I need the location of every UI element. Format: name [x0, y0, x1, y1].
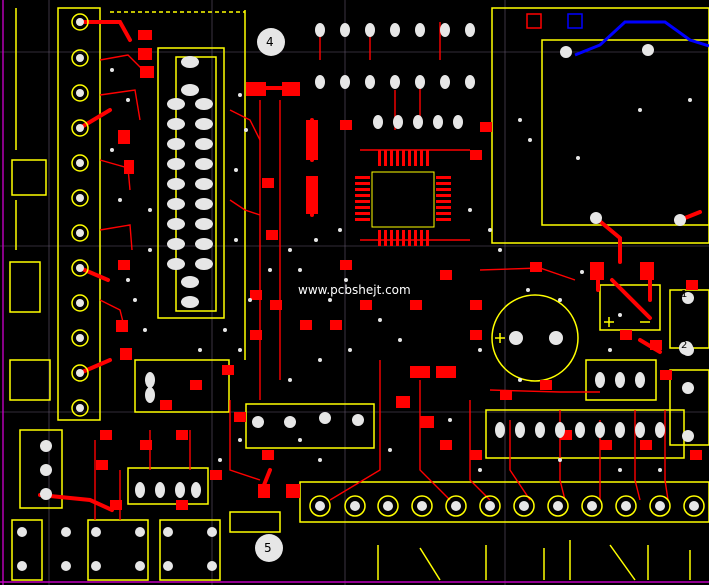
terminal-block-bottom[interactable] [309, 495, 705, 517]
silkscreen-outlines [9, 7, 709, 581]
vias [110, 68, 692, 472]
layer-marker [526, 13, 583, 29]
corner-marker-label: 1 [681, 289, 688, 300]
smd-pads [96, 30, 702, 510]
db-connector-pads[interactable] [167, 56, 213, 308]
polarity-plus-icon [495, 317, 614, 343]
terminal-block-left[interactable] [71, 13, 89, 417]
bottom-copper-traces [574, 20, 709, 57]
mcu-chip[interactable] [355, 150, 451, 246]
corner-marker-label: 2 [681, 340, 688, 351]
watermark-text: www.pcbshejt.com [298, 283, 411, 297]
mounting-hole-label: 4 [266, 35, 274, 49]
mounting-hole-5 [255, 534, 283, 562]
component-pads [17, 44, 694, 571]
mounting-hole-4 [257, 28, 285, 56]
mounting-hole-label: 5 [264, 541, 272, 555]
header-pads-top[interactable] [315, 23, 475, 129]
corner-marker-pads [679, 341, 693, 355]
